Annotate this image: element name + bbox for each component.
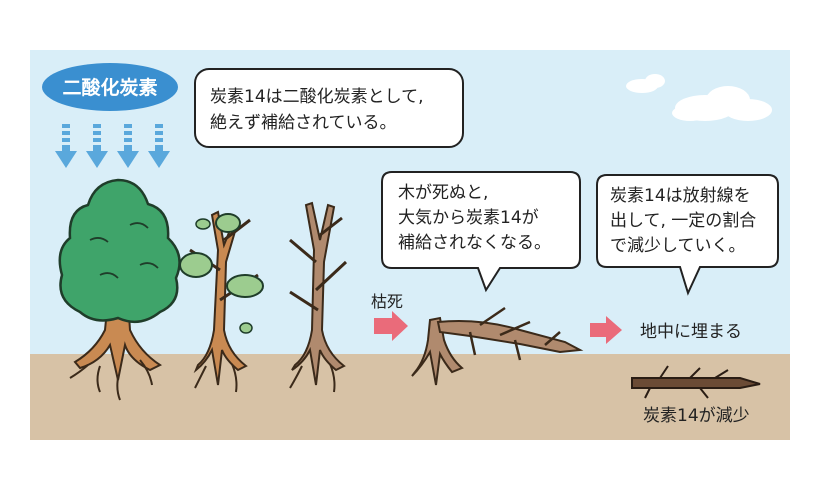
- supply-bubble: 炭素14は二酸化炭素として, 絶えず補給されている。: [194, 68, 464, 148]
- arrow-down-icon: [117, 124, 139, 168]
- arrow-right-icon: [590, 316, 622, 344]
- buried-label: 地中に埋まる: [640, 322, 742, 342]
- decay-bubble: 炭素14は放射線を 出して, 一定の割合 で減少していく。: [596, 174, 779, 296]
- arrow-down-icon: [55, 124, 77, 168]
- arrow-right-icon: [374, 311, 408, 341]
- withered-label: 枯死: [371, 292, 403, 311]
- decay-line-3: で減少していく。: [610, 236, 746, 256]
- supply-line-1: 炭素14は二酸化炭素として,: [210, 87, 424, 107]
- cloud-icon: [626, 74, 665, 93]
- co2-label: 二酸化炭素: [62, 76, 157, 99]
- decay-line-1: 炭素14は放射線を: [610, 186, 751, 206]
- death-line-3: 補給されなくなる。: [398, 233, 551, 253]
- death-bubble: 木が死ぬと, 大気から炭素14が 補給されなくなる。: [381, 171, 581, 293]
- fallen-tree: [411, 306, 584, 386]
- ground: [30, 354, 790, 440]
- supply-line-2: 絶えず補給されている。: [210, 113, 397, 133]
- decrease-label: 炭素14が減少: [643, 406, 750, 426]
- tree-healthy: [58, 178, 181, 401]
- co2-arrows: [55, 124, 170, 168]
- death-line-2: 大気から炭素14が: [398, 208, 539, 228]
- death-line-1: 木が死ぬと,: [398, 183, 488, 203]
- cloud-icon: [672, 86, 772, 121]
- arrow-down-icon: [148, 124, 170, 168]
- co2-badge: [42, 63, 178, 111]
- tree-bare: [289, 201, 348, 393]
- buried-log: [631, 365, 761, 399]
- decay-line-2: 出して, 一定の割合: [610, 211, 756, 231]
- tree-thinning: [179, 210, 264, 393]
- arrow-down-icon: [86, 124, 108, 168]
